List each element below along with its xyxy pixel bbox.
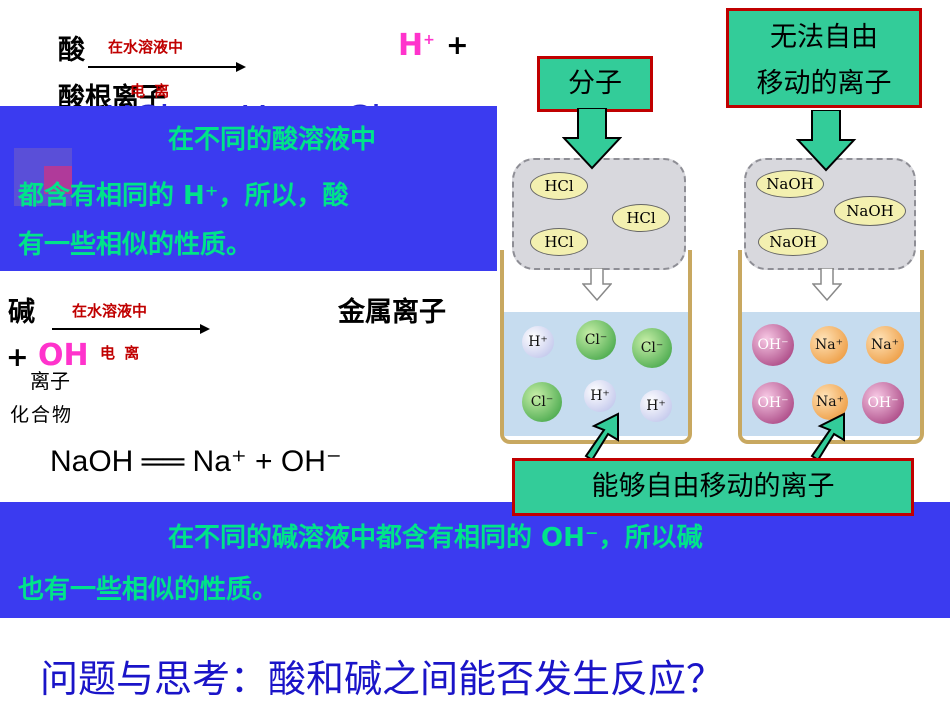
callout-free-ions: 能够自由移动的离子 xyxy=(512,458,914,516)
naoh-formula-unit: NaOH xyxy=(758,228,828,256)
callout-molecule-arrow xyxy=(562,108,622,170)
base-panel-line1: 在不同的碱溶液中都含有相同的 OH⁻，所以碱 xyxy=(168,523,703,553)
cl-ion: Cl⁻ xyxy=(522,382,562,422)
base-oh-ion: OH xyxy=(38,338,89,373)
na-ion: Na⁺ xyxy=(810,326,848,364)
base-info-panel: 在不同的碱溶液中都含有相同的 OH⁻，所以碱 也有一些相似的性质。 xyxy=(0,502,950,618)
acid-product-ion: H+ xyxy=(398,28,435,63)
acid-h-charge: + xyxy=(423,32,435,48)
decor-square-small xyxy=(44,166,72,194)
base-plus: + xyxy=(6,342,29,373)
base-panel-line2: 也有一些相似的性质。 xyxy=(18,575,279,605)
callout-free-ions-arrow-right xyxy=(810,412,845,460)
h-ion: H⁺ xyxy=(584,380,616,412)
oh-ion: OH⁻ xyxy=(752,382,794,424)
acid-panel-line3: 有一些相似的性质。 xyxy=(18,230,253,260)
callout-fixed-ions: 无法自由 移动的离子 xyxy=(726,8,922,108)
callout-free-ions-arrow-left xyxy=(584,412,619,460)
base-ionize-label: 电 离 xyxy=(100,344,142,362)
acid-plus: + xyxy=(446,30,469,61)
acid-ionize-label: 电 离 xyxy=(130,82,172,100)
base-product: 金属离子 xyxy=(338,297,446,328)
base-line3: 化合物 xyxy=(10,404,74,426)
acid-label: 酸 xyxy=(58,35,85,66)
callout-fixed-ions-arrow xyxy=(795,110,857,172)
naoh-formula-unit: NaOH xyxy=(834,196,906,226)
base-equation: NaOH ══ Na⁺ + OH⁻ xyxy=(50,445,342,478)
naoh-down-arrow xyxy=(812,268,842,302)
cl-ion: Cl⁻ xyxy=(632,328,672,368)
base-arrow xyxy=(52,324,210,334)
na-ion: Na⁺ xyxy=(866,326,904,364)
acid-condition: 在水溶液中 xyxy=(108,38,184,56)
cl-ion: Cl⁻ xyxy=(576,320,616,360)
h-ion: H⁺ xyxy=(640,390,672,422)
hcl-molecule: HCl xyxy=(530,172,588,200)
acid-panel-line2: 都含有相同的 H⁺，所以，酸 xyxy=(18,181,349,211)
base-condition: 在水溶液中 xyxy=(72,302,148,320)
base-label: 碱 xyxy=(8,297,35,328)
hcl-down-arrow xyxy=(582,268,612,302)
acid-h-symbol: H xyxy=(398,28,424,63)
base-line2: 离子 xyxy=(30,369,70,393)
hcl-molecule: HCl xyxy=(612,204,670,232)
acid-info-panel: 在不同的酸溶液中 都含有相同的 H⁺，所以，酸 有一些相似的性质。 xyxy=(0,106,497,271)
question-text: 问题与思考：酸和碱之间能否发生反应？ xyxy=(40,657,725,701)
acid-arrow xyxy=(88,62,246,72)
h-ion: H⁺ xyxy=(522,326,554,358)
hcl-molecule: HCl xyxy=(530,228,588,256)
callout-molecule: 分子 xyxy=(537,56,653,112)
beaker-naoh xyxy=(738,250,924,444)
oh-ion: OH⁻ xyxy=(752,324,794,366)
oh-ion: OH⁻ xyxy=(862,382,904,424)
naoh-formula-unit: NaOH xyxy=(756,170,824,198)
acid-panel-line1: 在不同的酸溶液中 xyxy=(168,125,377,155)
